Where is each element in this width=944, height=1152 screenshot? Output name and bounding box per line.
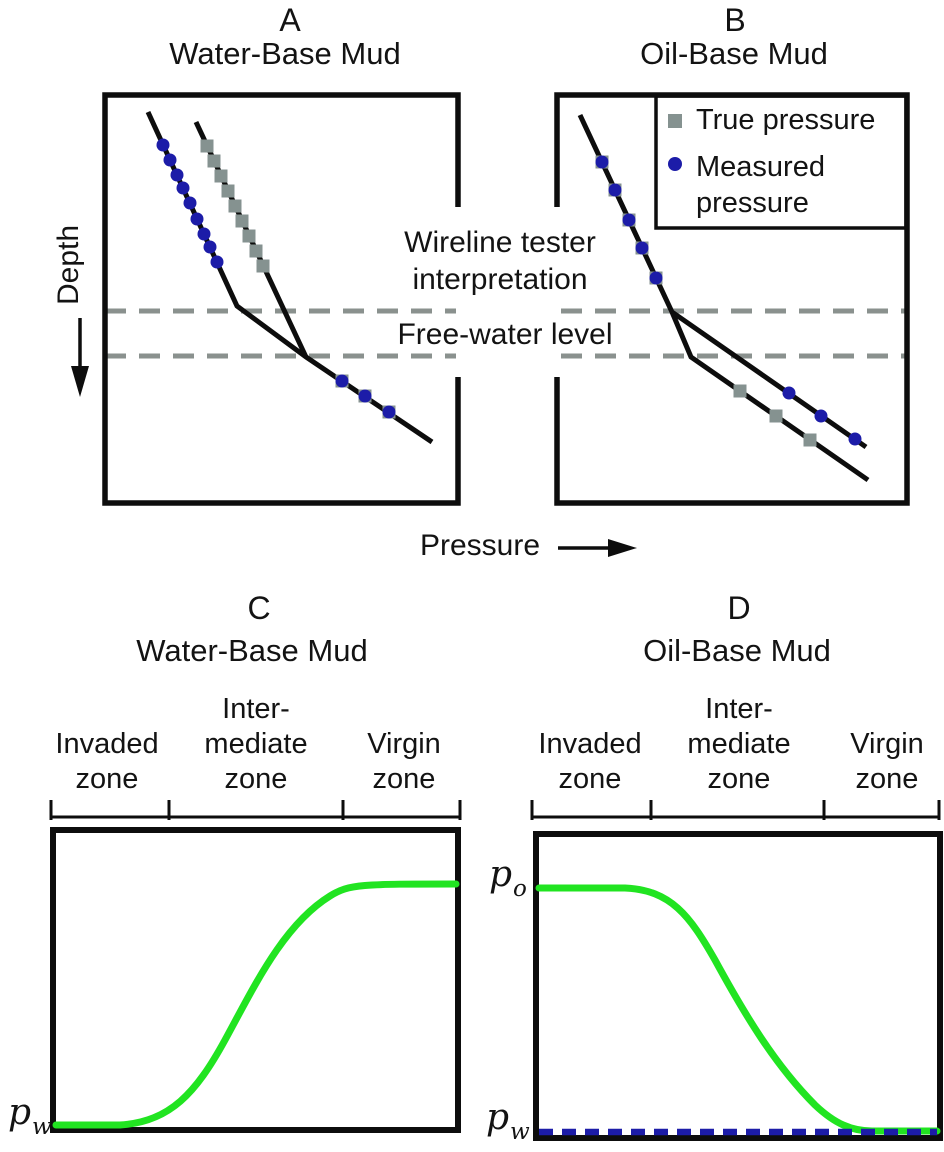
panel-a-title: Water-Base Mud [169,36,401,71]
zone-label-line: zone [558,763,622,795]
panel-d-letter: D [727,590,751,626]
b-upper-circle-markers [595,155,609,169]
a-true-pressure-markers [200,139,214,153]
b-upper-circle-markers [622,213,636,227]
a-true-pressure-markers [256,259,270,273]
zone-label-line: Inter- [705,693,773,725]
panel-c-letter: C [247,590,271,626]
zone-label-line: zone [372,763,436,795]
o-subscript: o [513,876,527,902]
a-merged-circle-markers [382,405,396,419]
legend-true-pressure-label: True pressure [696,104,876,136]
a-true-pressure-markers [235,214,249,228]
zone-label-line: Virgin [850,728,924,760]
zone-d-intermediate: Inter- mediate zone [687,692,790,797]
b-true-line [669,311,870,483]
p-symbol: p [489,854,513,895]
pw-label-d: pw [486,1097,530,1144]
a-true-pressure-markers [207,154,221,168]
b-true-pressure-markers [803,433,817,447]
zone-label-line: zone [75,763,139,795]
a-merged-circle-markers [335,374,349,388]
panel-c-box [50,827,461,1133]
a-measured-pressure-markers [190,212,204,226]
a-measured-pressure-markers [210,255,224,269]
panel-b-box [554,92,910,506]
panel-a-letter: A [279,2,301,38]
zone-label-line: mediate [687,728,791,760]
zone-c-virgin: Virgin zone [367,727,441,797]
zone-label-line: Invaded [55,728,159,760]
w-subscript: w [32,1114,52,1140]
b-measured-pressure-markers [848,432,862,446]
a-true-pressure-markers [228,199,242,213]
legend-box [654,94,908,230]
panel-b-letter: B [724,2,746,38]
legend-square-marker [668,114,682,128]
free-water-level-label: Free-water level [397,318,613,351]
a-true-pressure-markers [214,169,228,183]
pressure-arrowhead [608,539,637,557]
b-upper-circle-markers [649,271,663,285]
pressure-axis-label: Pressure [420,529,541,562]
b-true-pressure-markers [733,384,747,398]
wireline-caption-line1: Wireline tester [404,226,596,259]
a-true-pressure-markers [249,244,263,258]
a-merged-circle-markers [358,389,372,403]
panel-b-title: Oil-Base Mud [640,36,828,71]
a-measured-pressure-markers [197,227,211,241]
wireline-caption-line2: interpretation [412,263,588,296]
legend-measured-line2: pressure [696,187,809,219]
legend-measured-line1: Measured [696,151,825,183]
b-measured-pressure-markers [814,409,828,423]
panel-d-box [533,831,943,1141]
a-measured-line [145,110,434,445]
b-measured-pressure-markers [782,386,796,400]
po-label-d: po [489,854,527,901]
depth-axis-label: Depth [51,224,85,306]
zone-label-line: zone [224,763,288,795]
zone-label-line: Invaded [538,728,642,760]
zone-label-line: mediate [204,728,308,760]
zone-d-virgin: Virgin zone [850,727,924,797]
a-measured-pressure-markers [183,196,197,210]
legend-circle-marker [668,157,682,171]
w-subscript: w [510,1119,530,1145]
c-pressure-curve [52,880,460,1129]
a-measured-pressure-markers [176,181,190,195]
zone-d-invaded: Invaded zone [538,727,641,797]
wireline-tester-caption: Wireline tester interpretation [404,224,596,298]
a-measured-pressure-markers [163,153,177,167]
a-measured-pressure-markers [203,240,217,254]
pw-label-c: pw [8,1092,52,1139]
zone-label-line: zone [855,763,919,795]
d-pressure-curve [535,884,941,1135]
panel-c-title: Water-Base Mud [136,633,368,668]
a-true-pressure-markers [242,229,256,243]
b-upper-circle-markers [608,183,622,197]
legend-measured-pressure-label: Measured pressure [696,149,825,221]
b-true-pressure-markers [769,409,783,423]
zone-ruler-c [49,800,462,820]
a-measured-pressure-markers [156,138,170,152]
panel-a-box [102,92,461,506]
b-upper-circle-markers [635,241,649,255]
zone-c-invaded: Invaded zone [55,727,158,797]
zone-label-line: Inter- [222,693,290,725]
zone-label-line: zone [707,763,771,795]
p-symbol: p [486,1097,510,1138]
zone-label-line: Virgin [367,728,441,760]
p-symbol: p [8,1092,32,1133]
a-measured-pressure-markers [170,168,184,182]
zone-c-intermediate: Inter- mediate zone [204,692,307,797]
panel-d-title: Oil-Base Mud [643,633,831,668]
depth-arrowhead [71,366,89,397]
zone-ruler-d [530,800,941,820]
a-true-pressure-markers [221,184,235,198]
